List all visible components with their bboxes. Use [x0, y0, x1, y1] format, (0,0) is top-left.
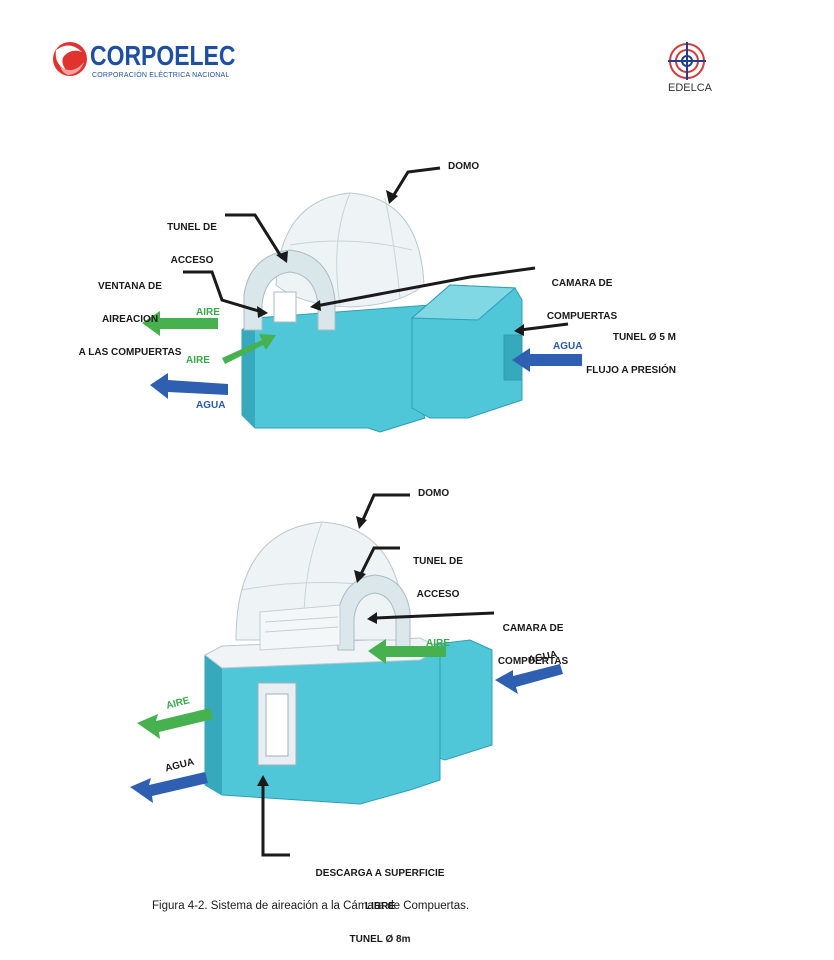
bottom-label-descarga-line1: DESCARGA A SUPERFICIE: [290, 868, 470, 879]
bottom-label-tunel-acceso-line2: ACCESO: [406, 589, 470, 600]
bottom-label-camara-line1: CAMARA DE: [488, 623, 578, 634]
top-label-tunel-5m-line2: FLUJO A PRESIÓN: [566, 365, 676, 376]
top-label-agua-in: AGUA: [553, 341, 582, 352]
top-label-camara-line1: CAMARA DE: [532, 278, 632, 289]
top-label-ventana-line3: A LAS COMPUERTAS: [76, 347, 184, 358]
figure-caption: Figura 4-2. Sistema de aireación a la Cá…: [152, 900, 469, 912]
bottom-label-tunel-acceso-line1: TUNEL DE: [406, 556, 470, 567]
bottom-air-out-arrow: [137, 708, 213, 739]
top-label-aire-out: AIRE: [196, 307, 220, 318]
top-label-aire-in: AIRE: [186, 355, 210, 366]
top-label-tunel-5m-line1: TUNEL Ø 5 M: [566, 332, 676, 343]
edelca-logo-text: EDELCA: [668, 82, 712, 94]
top-label-tunel-acceso-line1: TUNEL DE: [160, 222, 224, 233]
bottom-water-out-arrow: [130, 772, 208, 803]
bottom-label-camara: CAMARA DE COMPUERTAS: [488, 601, 578, 678]
top-label-ventana-line1: VENTANA DE: [76, 281, 184, 292]
top-label-tunel-5m: TUNEL Ø 5 M FLUJO A PRESIÓN: [566, 310, 676, 387]
top-label-agua-out: AGUA: [196, 400, 225, 411]
bottom-label-tunel-acceso: TUNEL DE ACCESO: [406, 534, 470, 611]
top-label-ventana-line2: AIREACION: [76, 314, 184, 325]
bottom-label-aire-in: AIRE: [426, 638, 450, 649]
corpoelec-tagline: CORPORACIÓN ELÉCTRICA NACIONAL: [92, 72, 229, 79]
corpoelec-logo-icon: [53, 42, 87, 76]
edelca-logo-icon: [668, 42, 706, 80]
top-label-ventana: VENTANA DE AIREACION A LAS COMPUERTAS: [76, 259, 184, 369]
top-structure: [242, 193, 522, 432]
top-label-domo: DOMO: [448, 161, 479, 172]
corpoelec-logo-text: CORPOELEC: [90, 40, 235, 72]
bottom-label-domo: DOMO: [418, 488, 449, 499]
top-water-out-arrow: [150, 373, 228, 399]
bottom-label-descarga-line3: TUNEL Ø 8m: [290, 934, 470, 945]
